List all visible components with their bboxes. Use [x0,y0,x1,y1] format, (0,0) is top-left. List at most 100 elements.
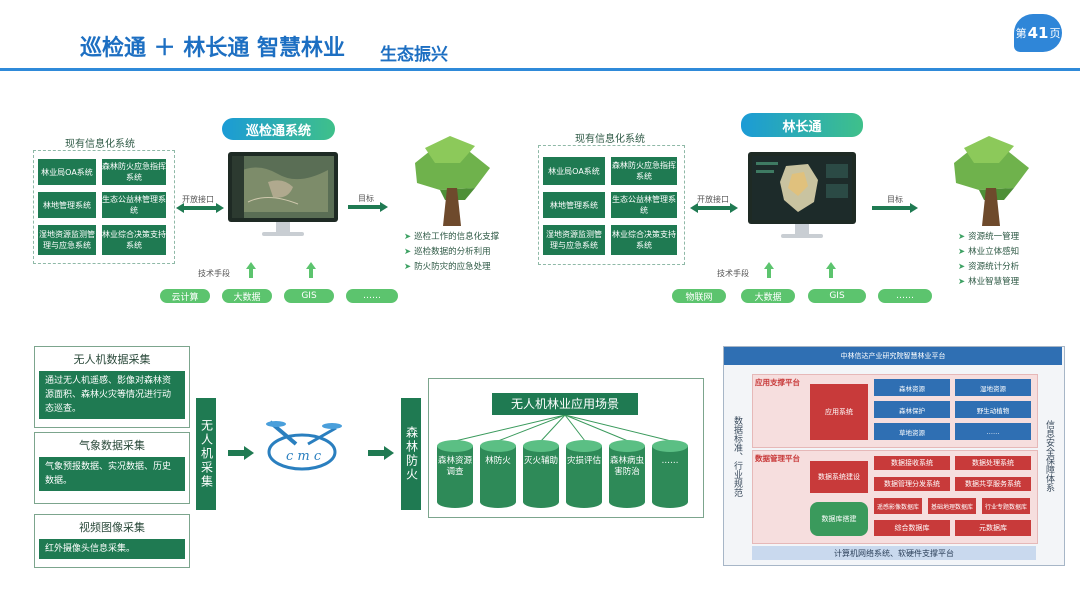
left-map-screen [232,156,334,218]
left-tag-2: 大数据 [222,289,272,303]
page-number: 41 [1027,24,1049,42]
db-box-1: 遥感影像数据库 [874,498,922,514]
right-existing-title: 现有信息化系统 [575,134,645,145]
left-tag-1: 云计算 [160,289,210,303]
drone-card-1-title: 无人机数据采集 [73,353,151,366]
scenario-frame [428,378,704,518]
platform-right-side-text: 信息安全保障体系 [1044,420,1054,492]
right-target-arrow [872,203,918,213]
left-bullet-1: ➤巡检工作的信息化支撑 [404,232,500,242]
app-box-6: …… [955,423,1031,440]
data-box-4: 数据共享服务系统 [955,477,1031,491]
app-box-2: 湿地资源 [955,379,1031,396]
app-system-box: 应用系统 [810,384,868,440]
forest-fire-label: 森林防火 [404,426,419,482]
drone-card-3: 视频图像采集 红外摄像头信息采集。 [34,514,190,568]
forest-fire-bar: 森林防火 [401,398,421,510]
left-target-arrow [348,202,388,212]
left-bullet-3: ➤防火防灾的应急处理 [404,262,491,272]
left-tag-3: GIS [284,289,334,303]
right-bullet-2: ➤林业立体感知 [958,247,1020,257]
left-monitor-neck [276,222,290,232]
right-bullets: ➤资源统一管理 ➤林业立体感知 ➤资源统计分析 ➤林业智慧管理 [958,230,1019,290]
drone-card-2-title: 气象数据采集 [79,439,145,452]
data-box-2: 数据处理系统 [955,456,1031,470]
app-layer-title: 应用支撑平台 [755,378,800,387]
right-up-arrow-1 [764,262,774,278]
cylinder-3: 灭火辅助 [523,440,559,508]
right-box-1: 林业局OA系统 [543,157,605,185]
db-box-2: 基础地理数据库 [928,498,976,514]
right-map-screen [752,156,852,220]
right-monitor [748,152,856,224]
left-box-5: 湿地资源监测管理与应急系统 [38,225,96,255]
cylinder-1: 森林资源调查 [437,440,473,508]
right-tag-2: 大数据 [741,289,795,303]
platform-left-side-text: 数据标准、行业规范 [732,415,742,497]
scenario-title: 无人机林业应用场景 [492,393,638,415]
cylinder-2-label: 林防火 [485,456,511,466]
cylinder-2: 林防火 [480,440,516,508]
app-box-5: 草地资源 [874,423,950,440]
left-box-1: 林业局OA系统 [38,159,96,185]
cylinder-3-label: 灭火辅助 [523,456,558,466]
left-interface-label: 开放接口 [182,195,214,204]
right-tree-icon [954,136,1029,226]
db-box-5: 元数据库 [955,520,1031,536]
right-box-2: 森林防火应急指挥系统 [611,157,677,185]
cylinder-5-label: 森林病虫害防治 [609,456,644,477]
left-target-label: 目标 [358,194,374,203]
left-double-arrow [176,203,224,213]
db-box-4: 综合数据库 [874,520,950,536]
right-up-arrow-2 [826,262,836,278]
right-tag-4: …… [878,289,932,303]
left-tag-4: …… [346,289,398,303]
right-monitor-neck [795,224,809,234]
drone-logo-icon: c m c [266,420,342,471]
left-monitor-base [262,232,304,236]
cylinder-1-label: 森林资源调查 [437,456,472,477]
right-target-label: 目标 [887,195,903,204]
drone-card-3-title: 视频图像采集 [79,521,145,534]
data-box-1: 数据接收系统 [874,456,950,470]
right-box-5: 湿地资源监测管理与应急系统 [543,225,605,255]
scenario-connectors [454,415,672,442]
data-box-3: 数据管理分发系统 [874,477,950,491]
left-box-4: 生态公益林管理系统 [102,192,166,218]
right-bullet-1: ➤资源统一管理 [958,232,1020,242]
svg-text:c m c: c m c [286,449,322,464]
page-subtitle: 生态振兴 [380,45,448,65]
page-prefix: 第 [1015,27,1027,40]
right-bullet-4: ➤林业智慧管理 [958,277,1020,287]
right-box-4: 生态公益林管理系统 [611,192,677,218]
app-box-3: 森林保护 [874,401,950,418]
left-tech-label: 技术手段 [198,269,230,278]
left-monitor [228,152,338,222]
cylinder-4: 灾损评估 [566,440,602,508]
drone-card-1-text: 通过无人机遥感、影像对森林资源面积、森林火灾等情况进行动态巡查。 [39,371,185,419]
app-box-1: 森林资源 [874,379,950,396]
left-existing-title: 现有信息化系统 [65,139,135,150]
left-tree-icon [415,136,490,226]
left-system-pill: 巡检通系统 [222,118,335,140]
cylinder-4-label: 灾损评估 [566,456,601,466]
right-bullet-3: ➤资源统计分析 [958,262,1020,272]
platform-right-side: 信息安全保障体系 [1040,376,1058,536]
drone-card-2-text: 气象预报数据、实况数据、历史数据。 [39,457,185,491]
right-monitor-base [781,234,823,238]
platform-left-side: 数据标准、行业规范 [728,376,746,536]
right-box-3: 林地管理系统 [543,192,605,218]
header-divider [0,68,1080,71]
drone-arrow-1 [228,446,254,460]
page-suffix: 页 [1049,27,1061,40]
right-interface-label: 开放接口 [697,195,729,204]
drone-card-1: 无人机数据采集 通过无人机遥感、影像对森林资源面积、森林火灾等情况进行动态巡查。 [34,346,190,428]
drone-collect-label: 无人机采集 [199,419,214,489]
cylinder-6: …… [652,440,688,508]
left-up-arrow-1 [246,262,256,278]
drone-collect-bar: 无人机采集 [196,398,216,510]
right-system-pill: 林长通 [741,113,863,137]
database-build-box: 数据库搭建 [810,502,868,536]
db-box-3: 行业专题数据库 [982,498,1030,514]
